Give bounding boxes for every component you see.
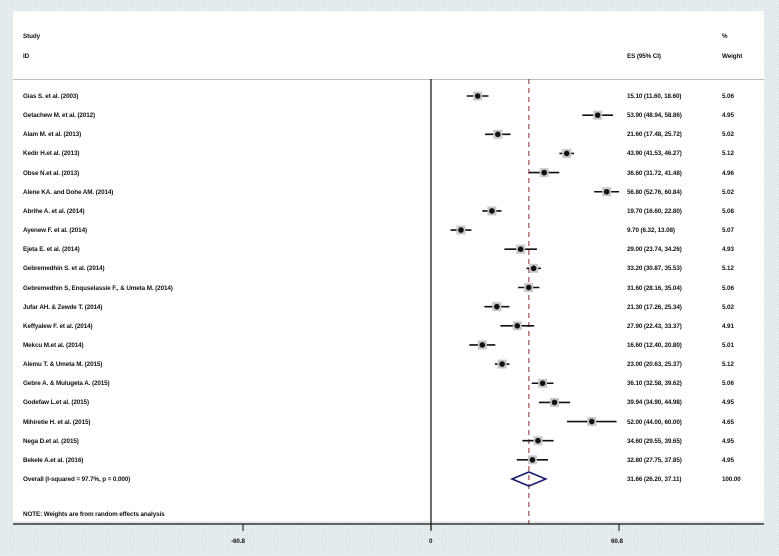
- point-estimate: [499, 361, 505, 367]
- es-ci-value: 21.60 (17.48, 25.72): [627, 131, 682, 139]
- weight-value: 5.12: [722, 265, 734, 273]
- point-estimate: [551, 399, 558, 406]
- es-ci-value: 31.66 (26.20, 37.11): [627, 476, 682, 483]
- study-label: Gebremedhin S. et al. (2014): [23, 265, 105, 273]
- study-label: Gebremedhin S, Enquselassie F., & Umeta …: [23, 284, 173, 292]
- plot-panel: [13, 11, 764, 521]
- study-label: Alam M. et al. (2013): [23, 131, 82, 139]
- weight-value: 5.01: [722, 341, 734, 349]
- study-label: Keffyalew F. et al. (2014): [23, 322, 93, 330]
- study-label: Abrihe A. et al. (2014): [23, 207, 85, 215]
- es-ci-value: 43.90 (41.53, 46.27): [627, 150, 682, 158]
- point-estimate: [588, 418, 595, 425]
- es-ci-value: 15.10 (11.60, 18.60): [627, 93, 682, 100]
- percent-header: %: [722, 33, 728, 40]
- study-header: Study: [23, 33, 40, 40]
- es-ci-value: 27.90 (22.43, 33.37): [627, 322, 682, 330]
- weight-value: 5.06: [722, 93, 734, 100]
- point-estimate: [525, 284, 532, 291]
- study-label: Ayenew F. et al. (2014): [23, 227, 87, 235]
- weight-header: Weight: [722, 53, 743, 60]
- study-label: Overall (I-squared = 97.7%, p = 0.000): [23, 476, 131, 483]
- es-ci-value: 9.70 (6.32, 13.08): [627, 227, 675, 235]
- es-ci-value: 19.70 (16.60, 22.80): [627, 207, 682, 215]
- study-label: Mihiretie H. et al. (2015): [23, 418, 91, 426]
- point-estimate: [489, 208, 495, 214]
- study-label: Nega D.et al. (2015): [23, 437, 79, 445]
- id-header: ID: [23, 53, 30, 60]
- point-estimate: [603, 188, 610, 195]
- study-label: Godefaw L.et al. (2015): [23, 399, 89, 407]
- es-ci-value: 21.30 (17.26, 25.34): [627, 303, 682, 311]
- study-label: Alene KA. and Dohe AM. (2014): [23, 188, 114, 196]
- point-estimate: [541, 169, 547, 176]
- weight-value: 4.96: [722, 169, 734, 177]
- weight-value: 5.02: [722, 303, 734, 311]
- weight-value: 5.12: [722, 150, 734, 158]
- weight-value: 4.93: [722, 246, 734, 254]
- weight-value: 4.95: [722, 112, 734, 120]
- weight-value: 5.02: [722, 131, 734, 139]
- weights-note: NOTE: Weights are from random effects an…: [23, 511, 165, 518]
- weight-value: 100.00: [722, 476, 741, 483]
- point-estimate: [494, 303, 500, 310]
- point-estimate: [594, 112, 601, 118]
- x-tick-label-neg: -60.8: [231, 538, 245, 545]
- point-estimate: [474, 93, 481, 99]
- es-ci-value: 36.10 (32.58, 39.62): [627, 380, 682, 388]
- x-tick-label-zero: 0: [429, 538, 433, 545]
- weight-value: 4.91: [722, 322, 734, 330]
- es-ci-value: 23.00 (20.63, 25.37): [627, 361, 682, 369]
- es-ci-value: 36.60 (31.72, 41.48): [627, 169, 682, 177]
- es-ci-value: 29.00 (23.74, 34.26): [627, 246, 682, 254]
- weight-value: 5.08: [722, 207, 734, 215]
- es-ci-value: 32.80 (27.75, 37.85): [627, 456, 682, 464]
- point-estimate: [458, 227, 464, 233]
- es-ci-value: 52.00 (44.00, 60.00): [627, 418, 682, 426]
- point-estimate: [494, 131, 501, 138]
- point-estimate: [539, 380, 546, 387]
- study-label: Gebre A. & Mulugeta A. (2015): [23, 380, 110, 388]
- weight-value: 5.06: [722, 284, 734, 292]
- study-label: Alemu T. & Umeta M. (2015): [23, 361, 103, 369]
- study-label: Jufar AH. & Zewde T. (2014): [23, 303, 103, 311]
- study-label: Getachew M. et al. (2012): [23, 112, 96, 120]
- es-ci-value: 53.90 (48.94, 58.86): [627, 112, 682, 120]
- weight-value: 4.95: [722, 399, 734, 407]
- es-ci-value: 34.60 (29.55, 39.65): [627, 437, 682, 445]
- point-estimate: [530, 265, 537, 272]
- point-estimate: [529, 457, 536, 463]
- weight-value: 5.12: [722, 361, 734, 369]
- study-label: Gias S. et al. (2003): [23, 93, 79, 100]
- study-label: Bekele A.et al. (2016): [23, 456, 84, 464]
- es-ci-value: 56.80 (52.76, 60.84): [627, 188, 682, 196]
- weight-value: 5.07: [722, 227, 734, 235]
- overall-diamond: [509, 471, 548, 487]
- x-tick-label-pos: 60.8: [611, 538, 623, 545]
- point-estimate: [563, 150, 570, 157]
- point-estimate: [514, 323, 521, 329]
- study-label: Mekcu M.et al. (2014): [23, 341, 84, 349]
- weight-value: 4.95: [722, 437, 734, 445]
- weight-value: 4.95: [722, 456, 734, 464]
- study-label: Ejeta E. et al. (2014): [23, 246, 80, 254]
- study-label: Kedir H.et al. (2013): [23, 150, 80, 158]
- weight-value: 5.06: [722, 380, 734, 388]
- es-ci-value: 33.20 (30.87, 35.53): [627, 265, 682, 273]
- es-ci-value: 39.94 (34.90, 44.98): [627, 399, 682, 407]
- weight-value: 5.02: [722, 188, 734, 196]
- es-ci-header: ES (95% CI): [627, 53, 661, 60]
- study-label: Obse N.et al. (2013): [23, 169, 80, 177]
- es-ci-value: 16.60 (12.40, 20.80): [627, 341, 682, 349]
- es-ci-value: 31.60 (28.16, 35.04): [627, 284, 682, 292]
- point-estimate: [535, 437, 541, 444]
- point-estimate: [517, 246, 524, 252]
- point-estimate: [479, 342, 486, 348]
- weight-value: 4.65: [722, 418, 734, 426]
- header-divider: [13, 79, 764, 80]
